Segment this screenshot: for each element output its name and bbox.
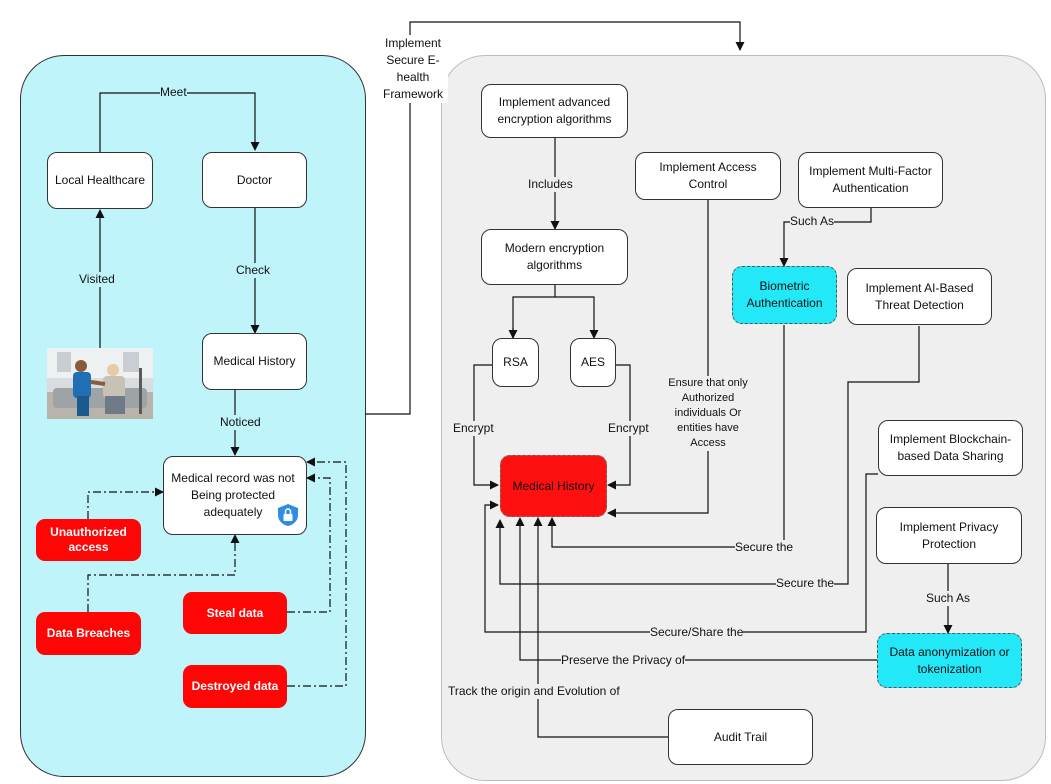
modern-encryption-node: Modern encryption algorithms [481, 229, 628, 285]
steal-data-node: Steal data [183, 592, 287, 634]
edge-label-includes: Includes [528, 177, 573, 192]
doctor-node: Doctor [202, 152, 307, 208]
access-control-node: Implement Access Control [635, 152, 781, 200]
edge-label-preserve-privacy: Preserve the Privacy of [561, 653, 686, 668]
edge-label-encrypt-left: Encrypt [453, 421, 494, 436]
edge-label-secure-the-bio: Secure the [735, 540, 794, 555]
patient-doctor-photo-icon [47, 348, 153, 419]
shield-lock-icon [277, 503, 299, 527]
aes-node: AES [570, 338, 616, 387]
edge-label-such-as-privacy: Such As [926, 591, 971, 606]
edge-label-visited: Visited [79, 272, 115, 287]
local-healthcare-node: Local Healthcare [47, 152, 153, 209]
data-anonymization-node: Data anonymization or tokenization [877, 633, 1022, 688]
edge-label-ensure-only: Ensure that only Authorized individuals … [664, 376, 752, 451]
medical-history-right-node: Medical History [500, 455, 607, 517]
mfa-node: Implement Multi-Factor Authentication [798, 152, 943, 208]
edge-label-secure-share: Secure/Share the [650, 625, 744, 640]
edge-label-noticed: Noticed [220, 415, 261, 430]
blockchain-node: Implement Blockchain-based Data Sharing [878, 420, 1023, 476]
ai-threat-detection-node: Implement AI-Based Threat Detection [847, 268, 992, 325]
edge-label-encrypt-right: Encrypt [608, 421, 649, 436]
advanced-encryption-node: Implement advanced encryption algorithms [481, 84, 628, 138]
bridge-label: Implement Secure E-health Framework [378, 35, 448, 103]
edge-label-track-origin: Track the origin and Evolution of [448, 684, 620, 699]
edge-label-meet: Meet [160, 85, 187, 100]
audit-trail-node: Audit Trail [668, 709, 813, 765]
edge-label-such-as-mfa: Such As [790, 214, 835, 229]
rsa-node: RSA [492, 338, 539, 387]
edge-label-secure-the-ai: Secure the [776, 576, 835, 591]
destroyed-data-node: Destroyed data [183, 665, 287, 708]
edge-label-check: Check [236, 263, 271, 278]
medical-history-left-node: Medical History [202, 333, 307, 390]
data-breaches-node: Data Breaches [36, 612, 141, 655]
unauthorized-access-node: Unauthorized access [36, 519, 141, 561]
privacy-protection-node: Implement Privacy Protection [876, 507, 1022, 564]
biometric-authentication-node: Biometric Authentication [732, 266, 837, 324]
